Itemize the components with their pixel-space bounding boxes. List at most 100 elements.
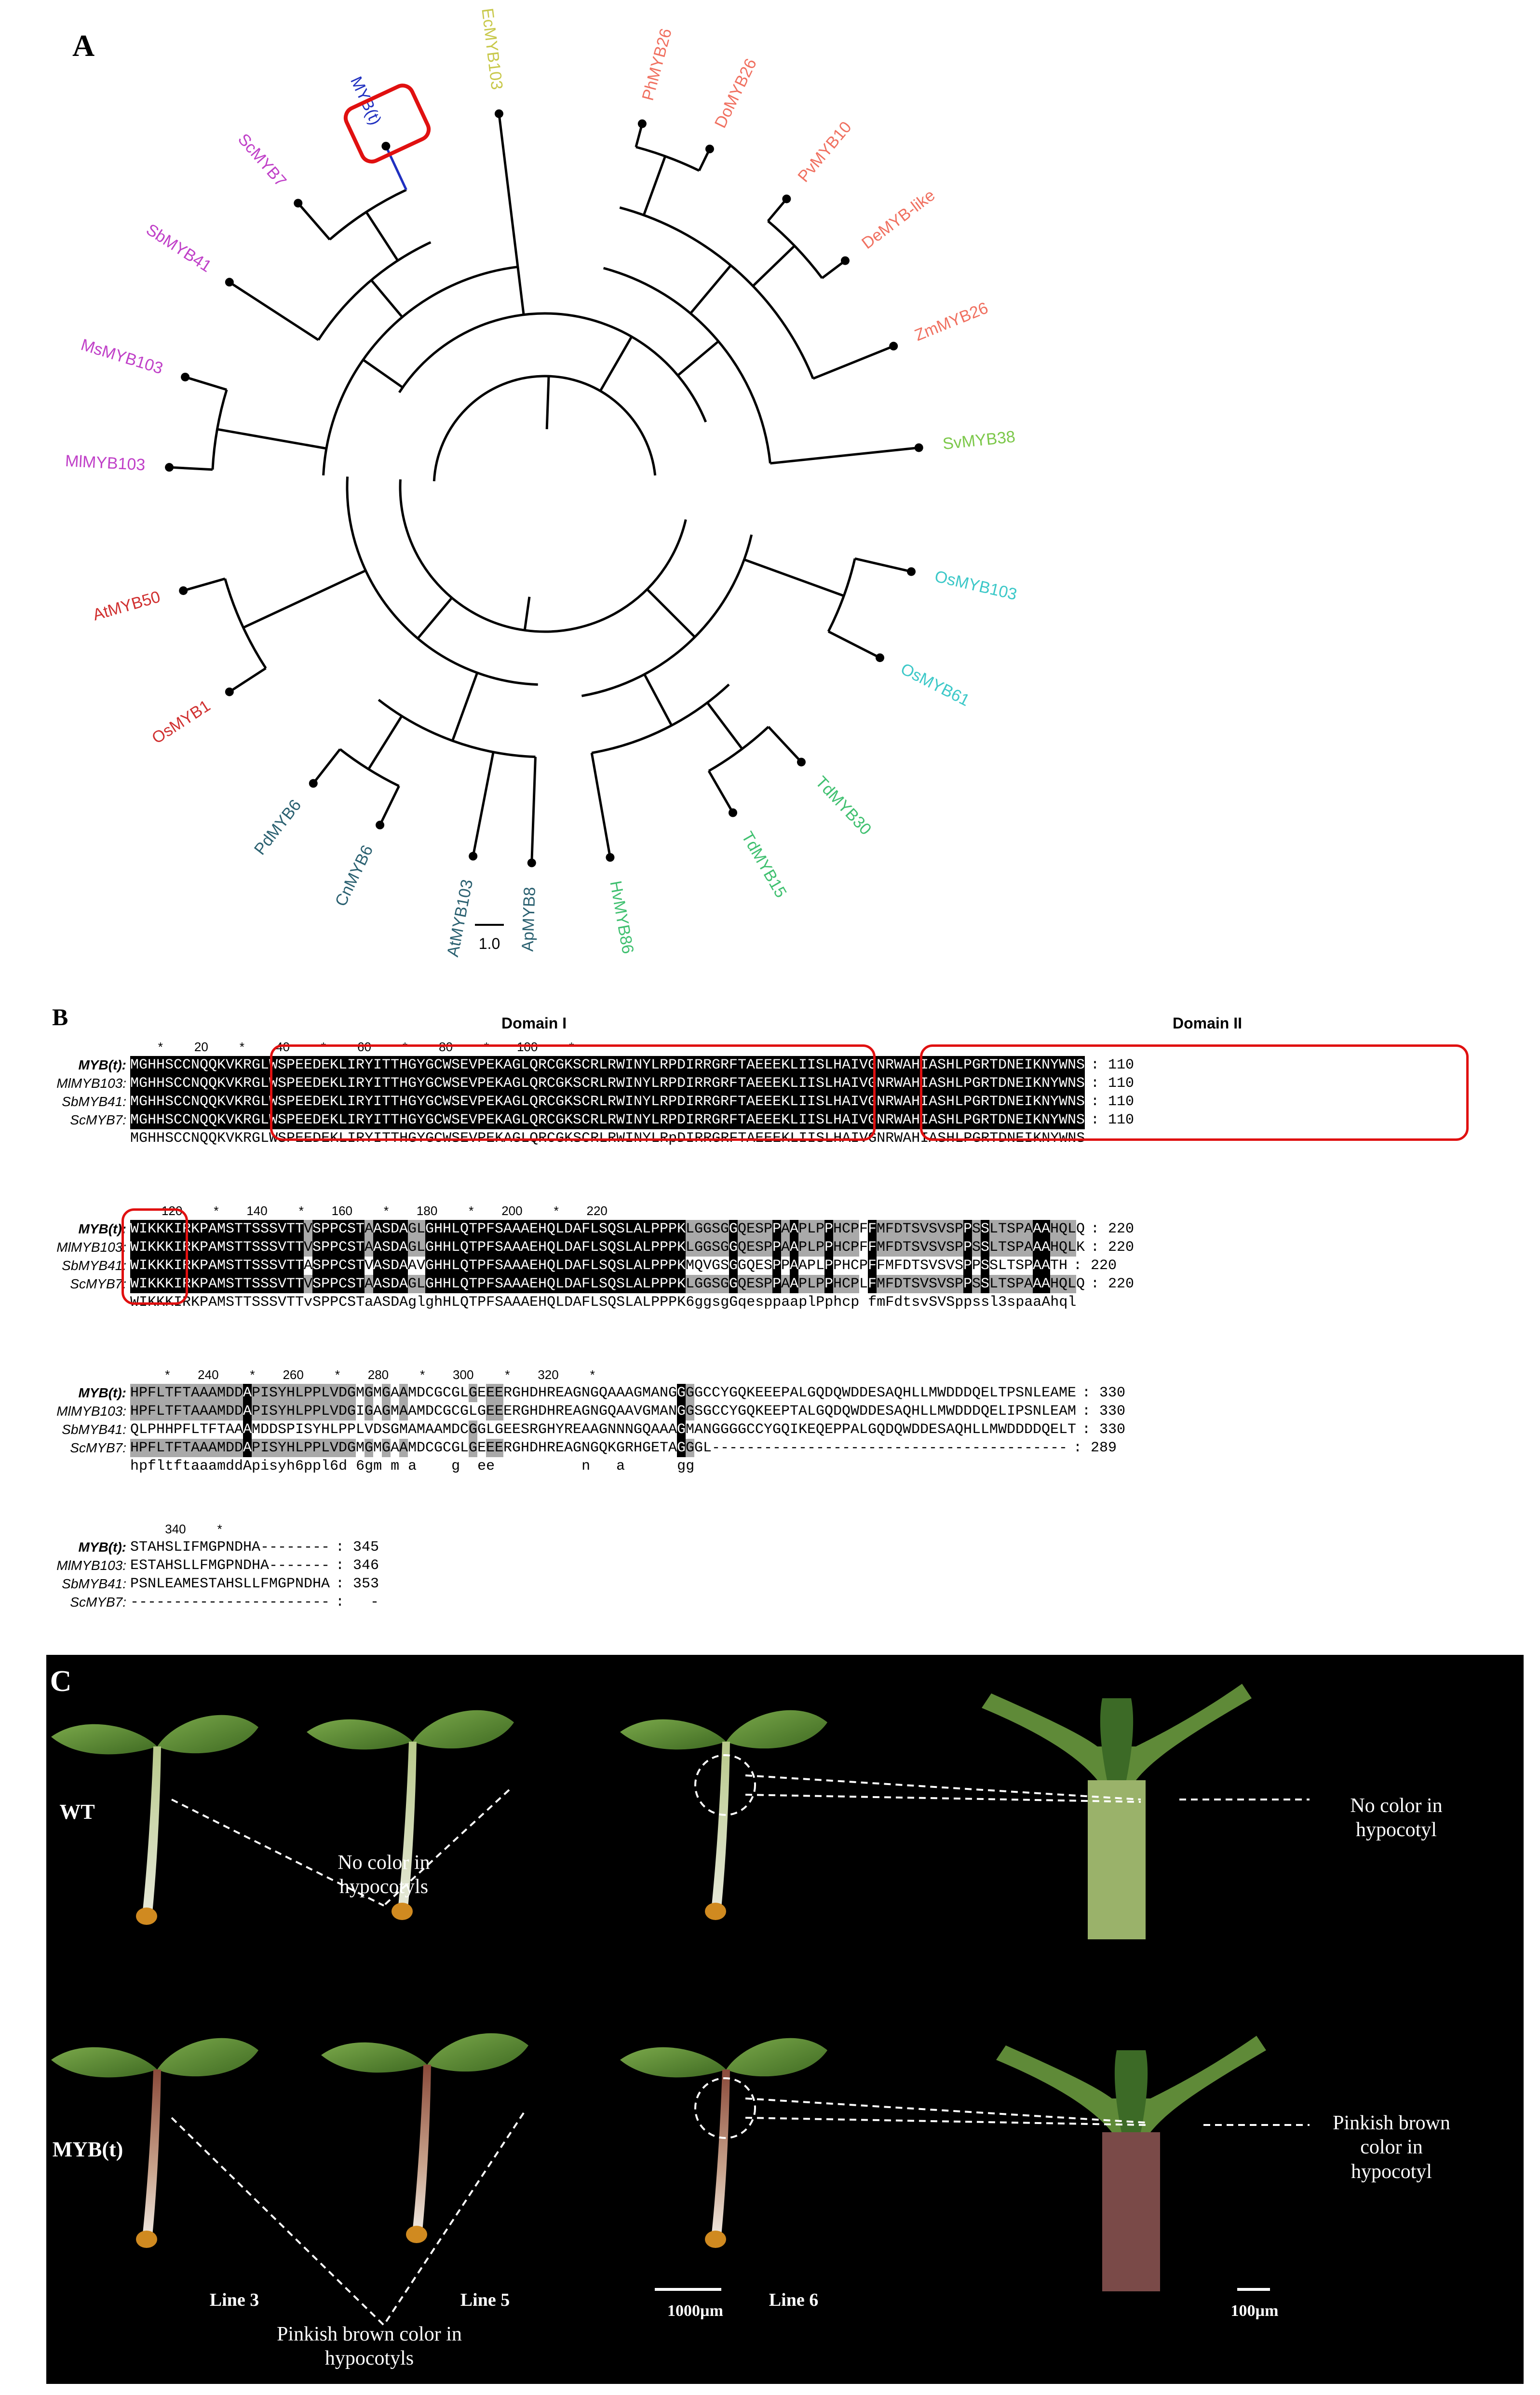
leaf-label: MlMYB103 — [65, 452, 146, 474]
zoom-apex — [1114, 2050, 1148, 2132]
leaf-label: DeMYB-like — [858, 186, 938, 253]
panel-letter-a: A — [72, 28, 95, 63]
wt-dashed-circle — [694, 1754, 756, 1816]
domain-2-box — [920, 1044, 1469, 1141]
leaf-node — [797, 758, 806, 767]
sequence-name: ScMYB7: — [70, 1276, 126, 1291]
domain-1-box — [270, 1044, 876, 1141]
sequence-name: MYB(t): — [78, 1540, 126, 1555]
leaf-node — [637, 119, 647, 128]
leaf-label: TdMYB30 — [812, 773, 875, 839]
tree-branch — [378, 785, 400, 826]
sequence-residues: WIKKKIRKPAMSTTSSSVTTVSPPCSTAASDAGLGHHLQT… — [130, 1238, 1085, 1257]
sequence-position: : - — [336, 1594, 379, 1610]
leaf-node — [907, 567, 916, 576]
scale-bar-1000-label: 1000µm — [667, 2302, 723, 2320]
scale-bar-100-label: 100µm — [1230, 2302, 1279, 2320]
alignment-ruler: 120 * 140 * 160 * 180 * 200 * 220 — [130, 1204, 608, 1218]
sequence-residues: MGHHSCCNQQKVKRGLWSPEEDEKLIRYITTHGYGCWSEV… — [130, 1093, 1085, 1111]
seed-coat — [406, 2226, 427, 2243]
cotyledon-right — [726, 2038, 827, 2077]
sequence-residues: MGHHSCCNQQKVKRGLWSPEEDEKLIRYITTHGYGCWSEV… — [130, 1074, 1085, 1093]
leaf-label: PvMYB10 — [794, 118, 855, 186]
leaf-node — [181, 372, 190, 381]
sequence-name: MYB(t): — [78, 1057, 126, 1072]
sequence-position: : 330 — [1082, 1385, 1126, 1401]
domain-1-label: Domain I — [501, 1015, 567, 1032]
alignment-ruler: * 20 * 40 * 60 * 80 * 100 * — [130, 1040, 574, 1054]
panel-letter-b: B — [52, 1003, 68, 1030]
tree-branch — [743, 558, 845, 597]
hypocotyl — [143, 1746, 161, 1913]
tree-arc — [619, 206, 814, 379]
sequence-position: : 110 — [1091, 1075, 1135, 1092]
tree-branch — [689, 264, 732, 314]
sequence-name: ScMYB7: — [70, 1440, 126, 1455]
hypocotyl — [712, 1742, 730, 1908]
dashed-arrow — [745, 2117, 1146, 2126]
leaf-label: AtMYB103 — [444, 878, 476, 959]
sequence-residues: HPFLTFTAAAMDDAPISYHLPPLVDGIGAGMAAMDCGCGL… — [130, 1402, 1077, 1421]
leaf-node — [494, 109, 503, 118]
sequence-residues: WIKKKIRKPAMSTTSSSVTTVSPPCSTAASDAGLGHHLQT… — [130, 1275, 1085, 1293]
tree-branch — [707, 770, 734, 813]
seedling-photo-panel: C WT MYB(t) No color in hypocotyls No co… — [46, 1655, 1524, 2384]
consensus-row: WIKKKIRKPAMSTTSSSVTTvSPPCSTaASDAglghHLQT… — [130, 1294, 1077, 1311]
leaf-label: ScMYB7 — [234, 130, 290, 190]
seed-coat — [136, 2231, 157, 2248]
sequence-residues: HPFLTFTAAAMDDAPISYHLPPLVDGMGMGAAMDCGCGLG… — [130, 1384, 1077, 1402]
seed-coat — [136, 1908, 157, 1925]
tree-branch — [767, 726, 802, 763]
sequence-residues: WIKKKIRKPAMSTTSSSVTTASPPCSTVASDAAVGHHLQT… — [130, 1257, 1068, 1275]
leaf-label: ZmMYB26 — [912, 298, 991, 344]
sequence-alignment-panel: B Domain I Domain II * 20 * 40 * 60 * 80… — [0, 993, 1540, 1644]
sequence-residues: WIKKKIRKPAMSTTSSSVTTVSPPCSTAASDAGLGHHLQT… — [130, 1220, 1085, 1238]
hypocotyl — [712, 2070, 730, 2236]
leaf-label: OsMYB103 — [933, 567, 1019, 604]
sequence-position: : 289 — [1073, 1440, 1117, 1456]
tree-branch — [642, 156, 667, 216]
wt-zoom-caption: No color in hypocotyl — [1350, 1795, 1443, 1841]
dashed-arrow — [383, 2112, 525, 2326]
tree-branch — [646, 588, 696, 638]
tree-branch — [590, 753, 611, 858]
sequence-name: MYB(t): — [78, 1221, 126, 1236]
cotyledon-right — [726, 1710, 827, 1749]
cotyledon-right — [427, 2033, 528, 2072]
cotyledon-left — [51, 2047, 157, 2078]
leaf-label: SbMYB41 — [143, 220, 215, 276]
leaf-label: HvMYB86 — [606, 880, 637, 955]
tree-arc — [591, 683, 730, 754]
tree-branch — [229, 281, 319, 341]
tree-branch — [498, 113, 505, 152]
cotyledon-left — [51, 1724, 157, 1755]
sequence-name: SbMYB41: — [62, 1422, 126, 1437]
leaf-node — [875, 653, 884, 663]
leaf-node — [179, 586, 188, 595]
sequence-name: MlMYB103: — [56, 1076, 126, 1091]
tree-branch — [706, 702, 743, 750]
tree-branch — [545, 376, 550, 430]
myb-zoom-inset — [996, 2036, 1266, 2291]
sequence-name: SbMYB41: — [62, 1094, 126, 1109]
tree-branch — [472, 752, 495, 857]
leaf-node — [729, 808, 737, 817]
tree-branch — [297, 202, 331, 241]
sequence-position: : 110 — [1091, 1112, 1135, 1128]
row-label-myb: MYB(t) — [52, 2138, 123, 2161]
row-label-wt: WT — [59, 1800, 95, 1824]
sequence-name: MlMYB103: — [56, 1558, 126, 1573]
sequence-position: : 110 — [1091, 1094, 1135, 1110]
sequence-residues: QLPHHPFLTFTAAAMDDSPISYHLPPLVDSGMAMAAMDCG… — [130, 1421, 1077, 1439]
leaf-label: EcMYB103 — [478, 7, 506, 91]
leaf-label: TdMYB15 — [738, 828, 790, 901]
tree-branch — [183, 577, 226, 592]
leaf-label: PhMYB26 — [639, 27, 675, 103]
myb-seedling-line3 — [51, 2038, 258, 2248]
sequence-name: MlMYB103: — [56, 1240, 126, 1255]
myb-seedling-line6 — [620, 2038, 827, 2248]
tree-branch — [229, 667, 267, 693]
leaf-node — [381, 142, 391, 151]
wt-seedling-3 — [620, 1710, 827, 1920]
